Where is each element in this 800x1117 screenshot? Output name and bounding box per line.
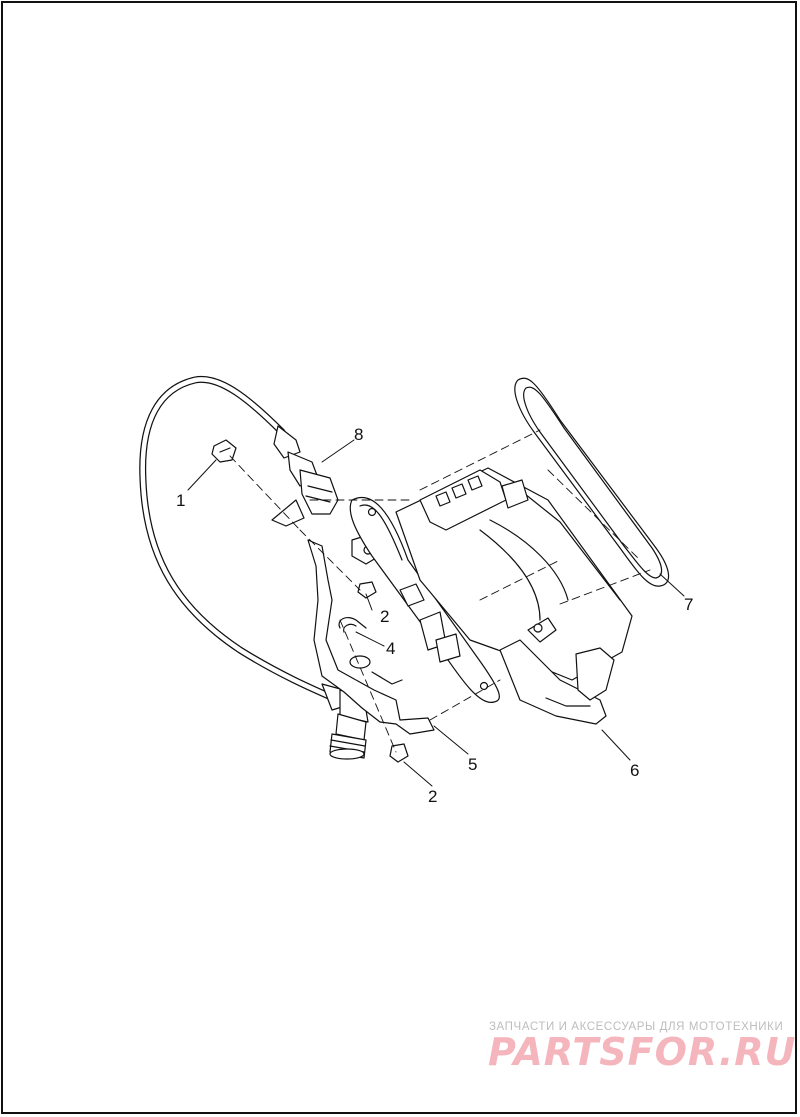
- callout-4: 4: [386, 639, 395, 658]
- nut-part-2-lower: [389, 743, 409, 763]
- harness-connector: [271, 425, 339, 527]
- gasket-part-7: [514, 377, 670, 587]
- alignment-lines: [229, 429, 651, 753]
- pump-flange: [349, 496, 500, 703]
- fuel-hose-harness: [139, 375, 342, 704]
- watermark-tagline: ЗАПЧАСТИ И АКСЕССУАРЫ ДЛЯ МОТОТЕХНИКИ: [489, 1021, 784, 1033]
- callout-7: 7: [684, 595, 693, 614]
- watermark-logo: PARTSFOR.RU: [488, 1030, 797, 1074]
- nut-part-2-upper: [357, 581, 377, 599]
- callout-5: 5: [468, 755, 477, 774]
- callout-1: 1: [176, 491, 185, 510]
- retaining-clip-part-4: [338, 616, 367, 633]
- fuel-pump-module-part-6: [395, 467, 633, 725]
- threaded-fitting: [321, 683, 369, 760]
- callout-8: 8: [354, 425, 363, 444]
- callout-2-upper: 2: [380, 607, 389, 626]
- callout-6: 6: [630, 761, 639, 780]
- leader-lines: [187, 439, 685, 787]
- callout-2-lower: 2: [428, 787, 437, 806]
